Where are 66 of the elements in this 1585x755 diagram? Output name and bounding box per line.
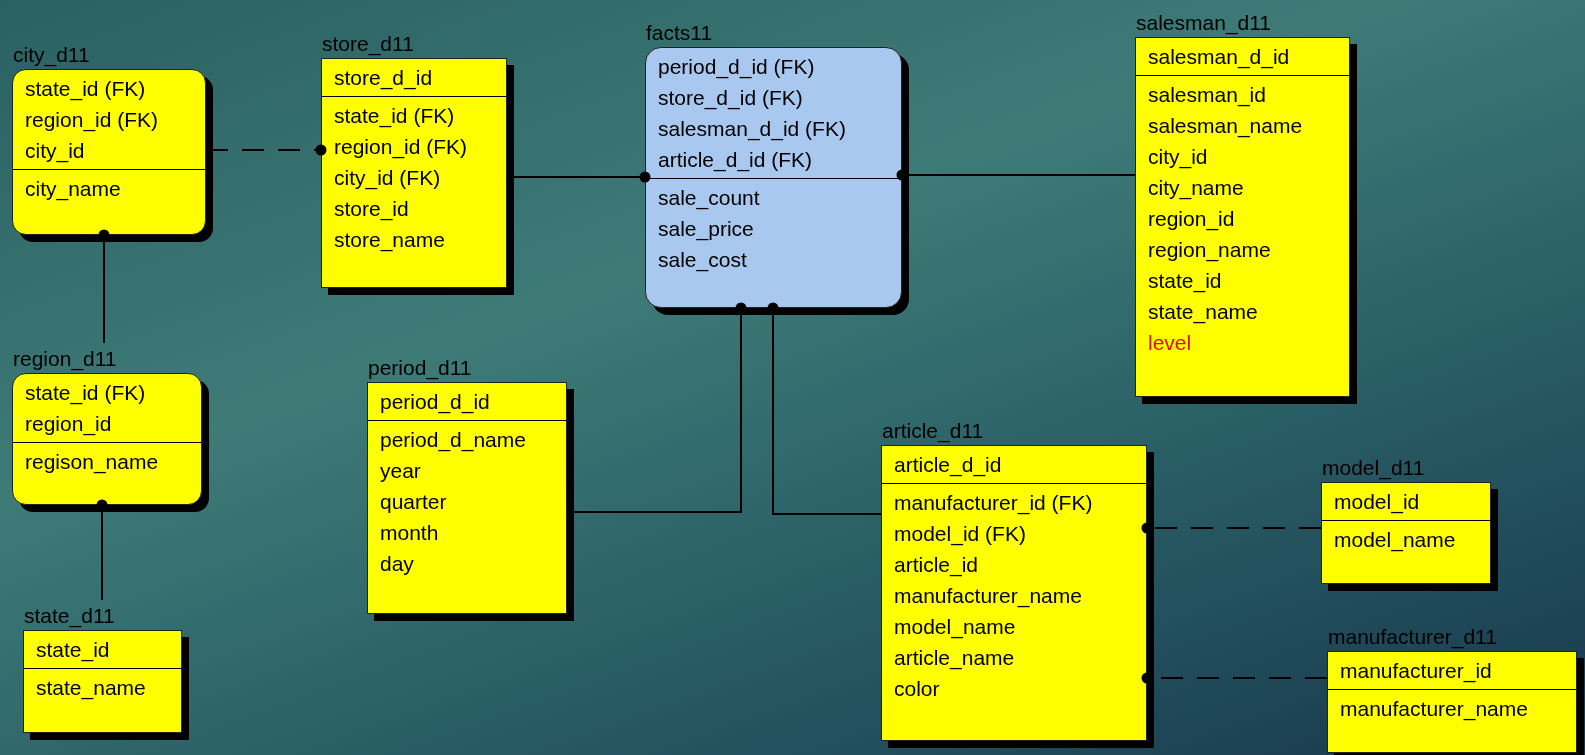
relationship-line bbox=[98, 229, 110, 344]
attribute-text: model_id bbox=[1334, 489, 1421, 516]
attribute-text: region_id bbox=[25, 411, 113, 438]
attribute-text: city_name bbox=[1148, 175, 1245, 202]
attribute-text: model_name bbox=[1334, 527, 1457, 554]
attribute-text: sale_price bbox=[658, 216, 755, 243]
attribute-text: salesman_id bbox=[1148, 82, 1267, 109]
attribute-text: salesman_d_id bbox=[1148, 44, 1291, 71]
attribute-text: store_name bbox=[334, 227, 446, 254]
attribute-text: city_id bbox=[1148, 144, 1209, 171]
attribute-text: model_id (FK) bbox=[894, 521, 1027, 548]
entity-title: facts11 bbox=[646, 20, 713, 46]
attribute-text: article_name bbox=[894, 645, 1016, 672]
attribute-text: region_id bbox=[1148, 206, 1236, 233]
attribute-text: manufacturer_id bbox=[1340, 658, 1493, 685]
attribute-text: salesman_d_id (FK) bbox=[658, 116, 847, 143]
attribute-text: state_id bbox=[1148, 268, 1223, 295]
attribute-text: year bbox=[380, 458, 422, 484]
attribute-text: manufacturer_name bbox=[1340, 696, 1529, 723]
entity-title: article_d11 bbox=[882, 418, 984, 444]
entity-title: city_d11 bbox=[13, 42, 90, 68]
attribute-text: month bbox=[380, 520, 440, 546]
attribute-text: region_id (FK) bbox=[25, 107, 160, 134]
entity-title: period_d11 bbox=[368, 355, 472, 381]
attribute-text: sale_count bbox=[658, 185, 761, 212]
relationship-line bbox=[96, 499, 108, 601]
attribute-text: quarter bbox=[380, 489, 448, 515]
attribute-text: state_id (FK) bbox=[25, 380, 147, 407]
attribute-text: state_id bbox=[36, 637, 111, 664]
attribute-text: city_id (FK) bbox=[334, 165, 442, 192]
attribute-text: regison_name bbox=[25, 449, 160, 476]
attribute-text: period_d_id bbox=[380, 389, 491, 416]
attribute-text: period_d_id (FK) bbox=[658, 54, 816, 81]
entity-title: store_d11 bbox=[322, 31, 414, 57]
attribute-text: store_d_id bbox=[334, 65, 434, 92]
attribute-text: level bbox=[1148, 330, 1193, 356]
attribute-text: state_name bbox=[1148, 299, 1259, 326]
entity-title: salesman_d11 bbox=[1136, 10, 1272, 36]
attribute-text: region_id (FK) bbox=[334, 134, 469, 161]
attribute-text: salesman_name bbox=[1148, 113, 1304, 140]
relationship-line bbox=[767, 302, 882, 515]
entity-title: model_d11 bbox=[1322, 455, 1425, 481]
attribute-text: region_name bbox=[1148, 237, 1272, 264]
attribute-text: article_d_id (FK) bbox=[658, 147, 814, 174]
attribute-text: city_id bbox=[25, 138, 86, 165]
attribute-text: city_name bbox=[25, 176, 122, 203]
attribute-text: model_name bbox=[894, 614, 1017, 641]
attribute-text: store_d_id (FK) bbox=[658, 85, 804, 112]
relationship-line bbox=[1141, 522, 1322, 534]
entity-title: state_d11 bbox=[24, 603, 115, 629]
attribute-text: manufacturer_id (FK) bbox=[894, 490, 1094, 517]
attribute-text: state_id (FK) bbox=[25, 76, 147, 103]
entity-title: manufacturer_d11 bbox=[1328, 624, 1497, 650]
attribute-text: sale_cost bbox=[658, 247, 748, 274]
attribute-text: day bbox=[380, 551, 415, 577]
attribute-text: period_d_name bbox=[380, 427, 527, 454]
attribute-text: article_d_id bbox=[894, 452, 1003, 479]
attribute-text: state_name bbox=[36, 675, 147, 702]
attribute-text: manufacturer_name bbox=[894, 583, 1083, 610]
relationship-line bbox=[1141, 672, 1328, 684]
entity-title: region_d11 bbox=[13, 346, 117, 372]
attribute-text: store_id bbox=[334, 196, 410, 223]
attribute-text: article_id bbox=[894, 552, 980, 579]
attribute-text: state_id (FK) bbox=[334, 103, 456, 130]
attribute-text: color bbox=[894, 676, 941, 702]
relationship-line bbox=[896, 169, 1136, 181]
